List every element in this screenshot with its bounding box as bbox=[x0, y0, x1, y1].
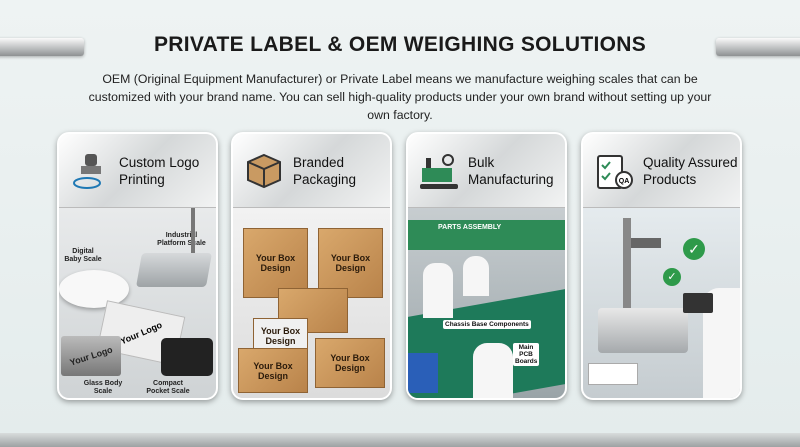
test-rig-arm bbox=[631, 238, 661, 248]
parts-assembly-banner: PARTS ASSEMBLY bbox=[408, 220, 565, 250]
checklist-image bbox=[588, 363, 638, 385]
decor-bar-left bbox=[0, 38, 84, 56]
qa-clipboard-icon: QA bbox=[597, 154, 633, 189]
decor-bar-right bbox=[716, 38, 800, 56]
page-description: OEM (Original Equipment Manufacturer) or… bbox=[88, 72, 712, 122]
card-bulk-manufacturing: Bulk Manufacturing PARTS ASSEMBLY Chassi… bbox=[406, 132, 567, 400]
check-badge-icon: ✓ bbox=[663, 268, 681, 286]
pocket-scale-image bbox=[161, 338, 213, 376]
lab-scale-image bbox=[598, 308, 688, 353]
card-title: Quality Assured Products bbox=[643, 154, 738, 187]
tablet-image bbox=[683, 293, 713, 313]
stamp-icon bbox=[73, 153, 101, 189]
label-baby-scale: Digital Baby Scale bbox=[64, 248, 102, 263]
worker-image bbox=[423, 263, 453, 318]
label-glass-scale: Glass Body Scale bbox=[83, 380, 123, 395]
check-badge-icon: ✓ bbox=[683, 238, 705, 260]
box-image: Your Box Design bbox=[315, 338, 385, 388]
worker-image bbox=[473, 343, 513, 398]
industrial-scale-image bbox=[136, 253, 212, 287]
factory-gear-icon bbox=[420, 153, 458, 189]
scale-pole bbox=[191, 208, 195, 283]
decor-bottom-bar bbox=[0, 433, 800, 447]
page-title: PRIVATE LABEL & OEM WEIGHING SOLUTIONS bbox=[153, 33, 647, 56]
card-title: Bulk Manufacturing bbox=[468, 154, 554, 187]
test-rig-pole bbox=[623, 218, 631, 328]
card-custom-logo: Custom Logo Printing Digital Baby Scale … bbox=[57, 132, 218, 400]
parts-bin bbox=[408, 353, 438, 393]
box-image: Your Box Design bbox=[243, 228, 308, 298]
card-quality-assured: QA Quality Assured Products ✓ ✓ bbox=[581, 132, 742, 400]
label-pcb: Main PCB Boards bbox=[513, 343, 539, 366]
label-industrial-scale: Industrial Platform Scale bbox=[157, 232, 206, 247]
card-title: Custom Logo Printing bbox=[119, 154, 200, 187]
worker-image bbox=[463, 256, 489, 296]
body-scale-image: Your Logo bbox=[61, 336, 121, 376]
box-image: Your Box Design bbox=[238, 348, 308, 393]
svg-text:QA: QA bbox=[619, 178, 630, 185]
label-pocket-scale: Compact Pocket Scale bbox=[146, 380, 190, 395]
box-image: Your Box Design bbox=[253, 318, 308, 353]
box-image: Your Box Design bbox=[318, 228, 383, 298]
label-chassis: Chassis Base Components bbox=[443, 320, 531, 329]
card-branded-packaging: Branded Packaging Your Box Design Your B… bbox=[231, 132, 392, 400]
package-icon bbox=[247, 153, 281, 188]
card-title: Branded Packaging bbox=[293, 154, 357, 187]
